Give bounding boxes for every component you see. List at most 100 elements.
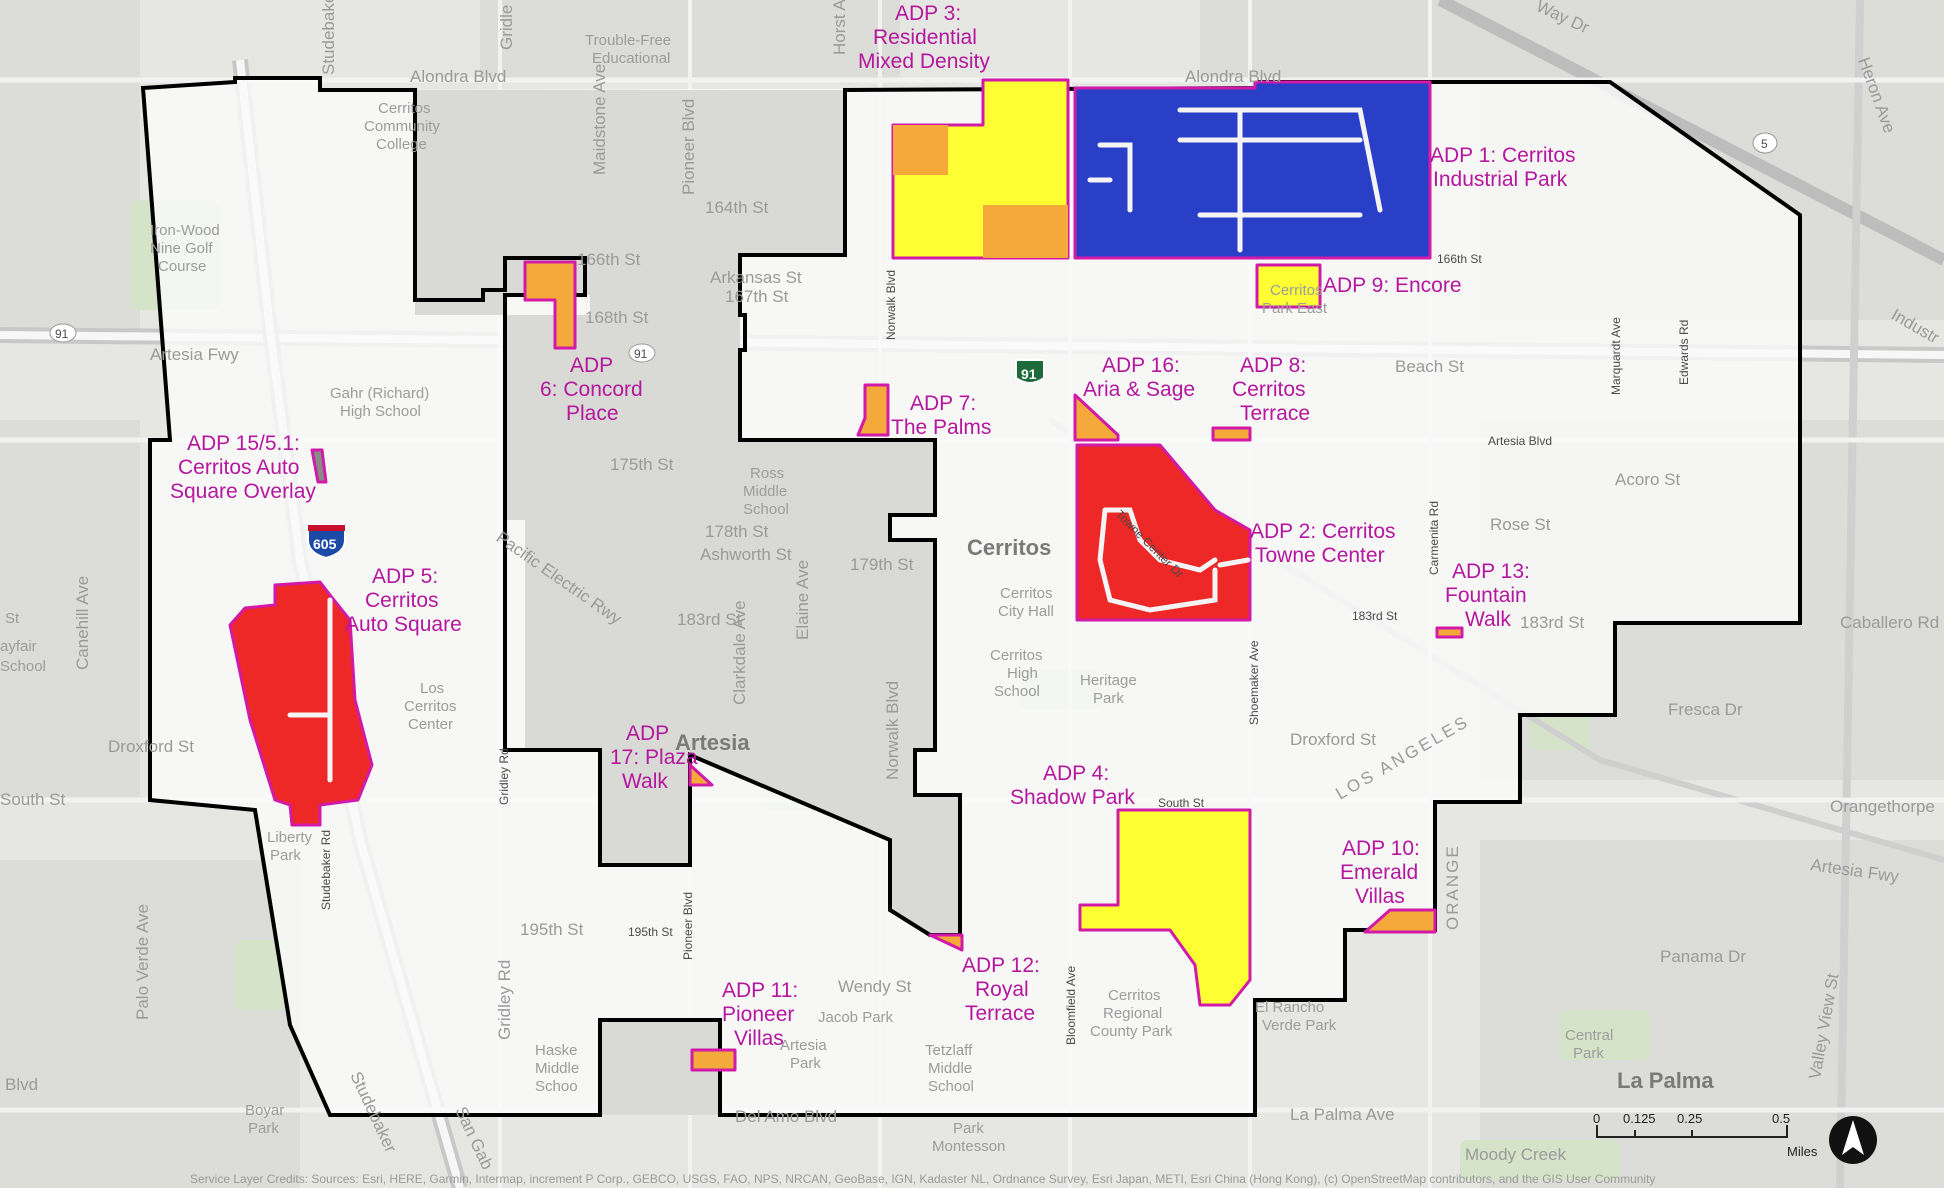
street-label-studebaker: Studebaker Rd <box>319 830 333 910</box>
street-label-edwards: Edwards Rd <box>1677 320 1691 385</box>
basemap-label: Gridley Rd <box>495 960 514 1040</box>
highway-shields: 605 91 91 91 5 <box>49 132 1778 560</box>
svg-text:5: 5 <box>1761 137 1768 151</box>
adp4-parcel[interactable] <box>1078 808 1252 1007</box>
basemap-label: Jacob Park <box>818 1009 894 1026</box>
adp11-parcel[interactable] <box>690 1048 737 1072</box>
svg-text:605: 605 <box>313 536 337 552</box>
interstate-605-shield-icon: 605 <box>307 524 346 560</box>
basemap-label: Horst Av <box>830 0 849 55</box>
adp16-label: ADP 16:Aria & Sage <box>1083 354 1195 401</box>
adp5-parcel[interactable] <box>228 580 374 827</box>
north-arrow-icon <box>1829 1116 1877 1164</box>
adp6-parcel[interactable] <box>523 260 577 350</box>
basemap-label: La Palma Ave <box>1290 1105 1395 1124</box>
scale-tick: 0.5 <box>1772 1111 1790 1126</box>
scale-tick: 0.25 <box>1677 1111 1702 1126</box>
basemap-label: Blvd <box>5 1075 38 1094</box>
basemap-label: Alondra Blvd <box>410 67 506 86</box>
basemap-label: Ashworth St <box>700 545 792 564</box>
adp12-parcel[interactable] <box>928 933 964 952</box>
adp2-parcel[interactable] <box>1075 443 1252 622</box>
adp10-parcel[interactable] <box>1363 908 1437 934</box>
svg-text:91: 91 <box>634 347 648 361</box>
svg-text:91: 91 <box>1021 366 1037 382</box>
basemap-label: Palo Verde Ave <box>133 904 152 1020</box>
basemap-label: 183rd St <box>1520 613 1585 632</box>
basemap-label: Maidstone Ave <box>590 64 609 175</box>
adp13-parcel[interactable] <box>1435 626 1464 639</box>
sr91-shield-icon: 91 <box>1015 359 1045 384</box>
sr91-shield-icon: 91 <box>49 323 77 343</box>
basemap-label: 175th St <box>610 455 674 474</box>
street-label-south: South St <box>1158 796 1205 810</box>
adp8-parcel[interactable] <box>1211 426 1252 442</box>
adp3-mixed-b <box>983 205 1068 258</box>
basemap-label: Studebaker <box>319 0 338 75</box>
adp9-parcel[interactable] <box>1255 263 1322 309</box>
attribution-credits: Service Layer Credits: Sources: Esri, HE… <box>190 1172 1655 1186</box>
adp3-mixed-a <box>893 125 948 175</box>
basemap-label: Del Amo Blvd <box>735 1107 837 1126</box>
street-label-norwalk: Norwalk Blvd <box>884 270 898 340</box>
scale-tick: 0.125 <box>1623 1111 1656 1126</box>
street-label-166th: 166th St <box>1437 252 1482 266</box>
basemap-label: 195th St <box>520 920 584 939</box>
street-label-183rd: 183rd St <box>1352 609 1398 623</box>
basemap-label: Wendy St <box>838 977 912 996</box>
street-label-bloomfield: Bloomfield Ave <box>1064 966 1078 1045</box>
adp15-parcel[interactable] <box>310 448 328 484</box>
adp9-label: ADP 9: Encore <box>1323 274 1462 297</box>
city-boundary-outline <box>140 76 1802 1117</box>
basemap-label: 164th St <box>705 198 769 217</box>
adp17-parcel[interactable] <box>688 763 714 787</box>
street-label-195th: 195th St <box>628 925 673 939</box>
basemap-label: Alondra Blvd <box>1185 67 1281 86</box>
street-label-shoemaker: Shoemaker Ave <box>1247 640 1261 725</box>
basemap-label: ORANGE <box>1443 844 1462 930</box>
adp-internal-streets <box>287 107 1383 783</box>
interstate-5-shield-icon: 5 <box>1752 132 1778 154</box>
scale-unit: Miles <box>1787 1144 1818 1159</box>
basemap-label: 168th St <box>585 308 649 327</box>
basemap-label: 166th St <box>577 250 641 269</box>
basemap-label: Droxford St <box>108 737 194 756</box>
adp16-parcel[interactable] <box>1073 393 1120 442</box>
basemap-label: Orangethorpe <box>1830 797 1935 816</box>
basemap-label: Fresca Dr <box>1668 700 1743 719</box>
basemap-label: Droxford St <box>1290 730 1376 749</box>
street-label-artesia: Artesia Blvd <box>1488 434 1552 448</box>
basemap-label: Artesia <box>675 730 750 755</box>
street-label-gridley: Gridley Rd <box>497 748 511 805</box>
basemap-label: Moody Creek <box>1465 1145 1567 1164</box>
adp7-parcel[interactable] <box>856 383 890 437</box>
adp4-label: ADP 4:Shadow Park <box>1010 762 1135 809</box>
sr91-shield-icon: 91 <box>628 343 656 363</box>
basemap-label: Rose St <box>1490 515 1551 534</box>
street-label-pioneer: Pioneer Blvd <box>681 892 695 960</box>
